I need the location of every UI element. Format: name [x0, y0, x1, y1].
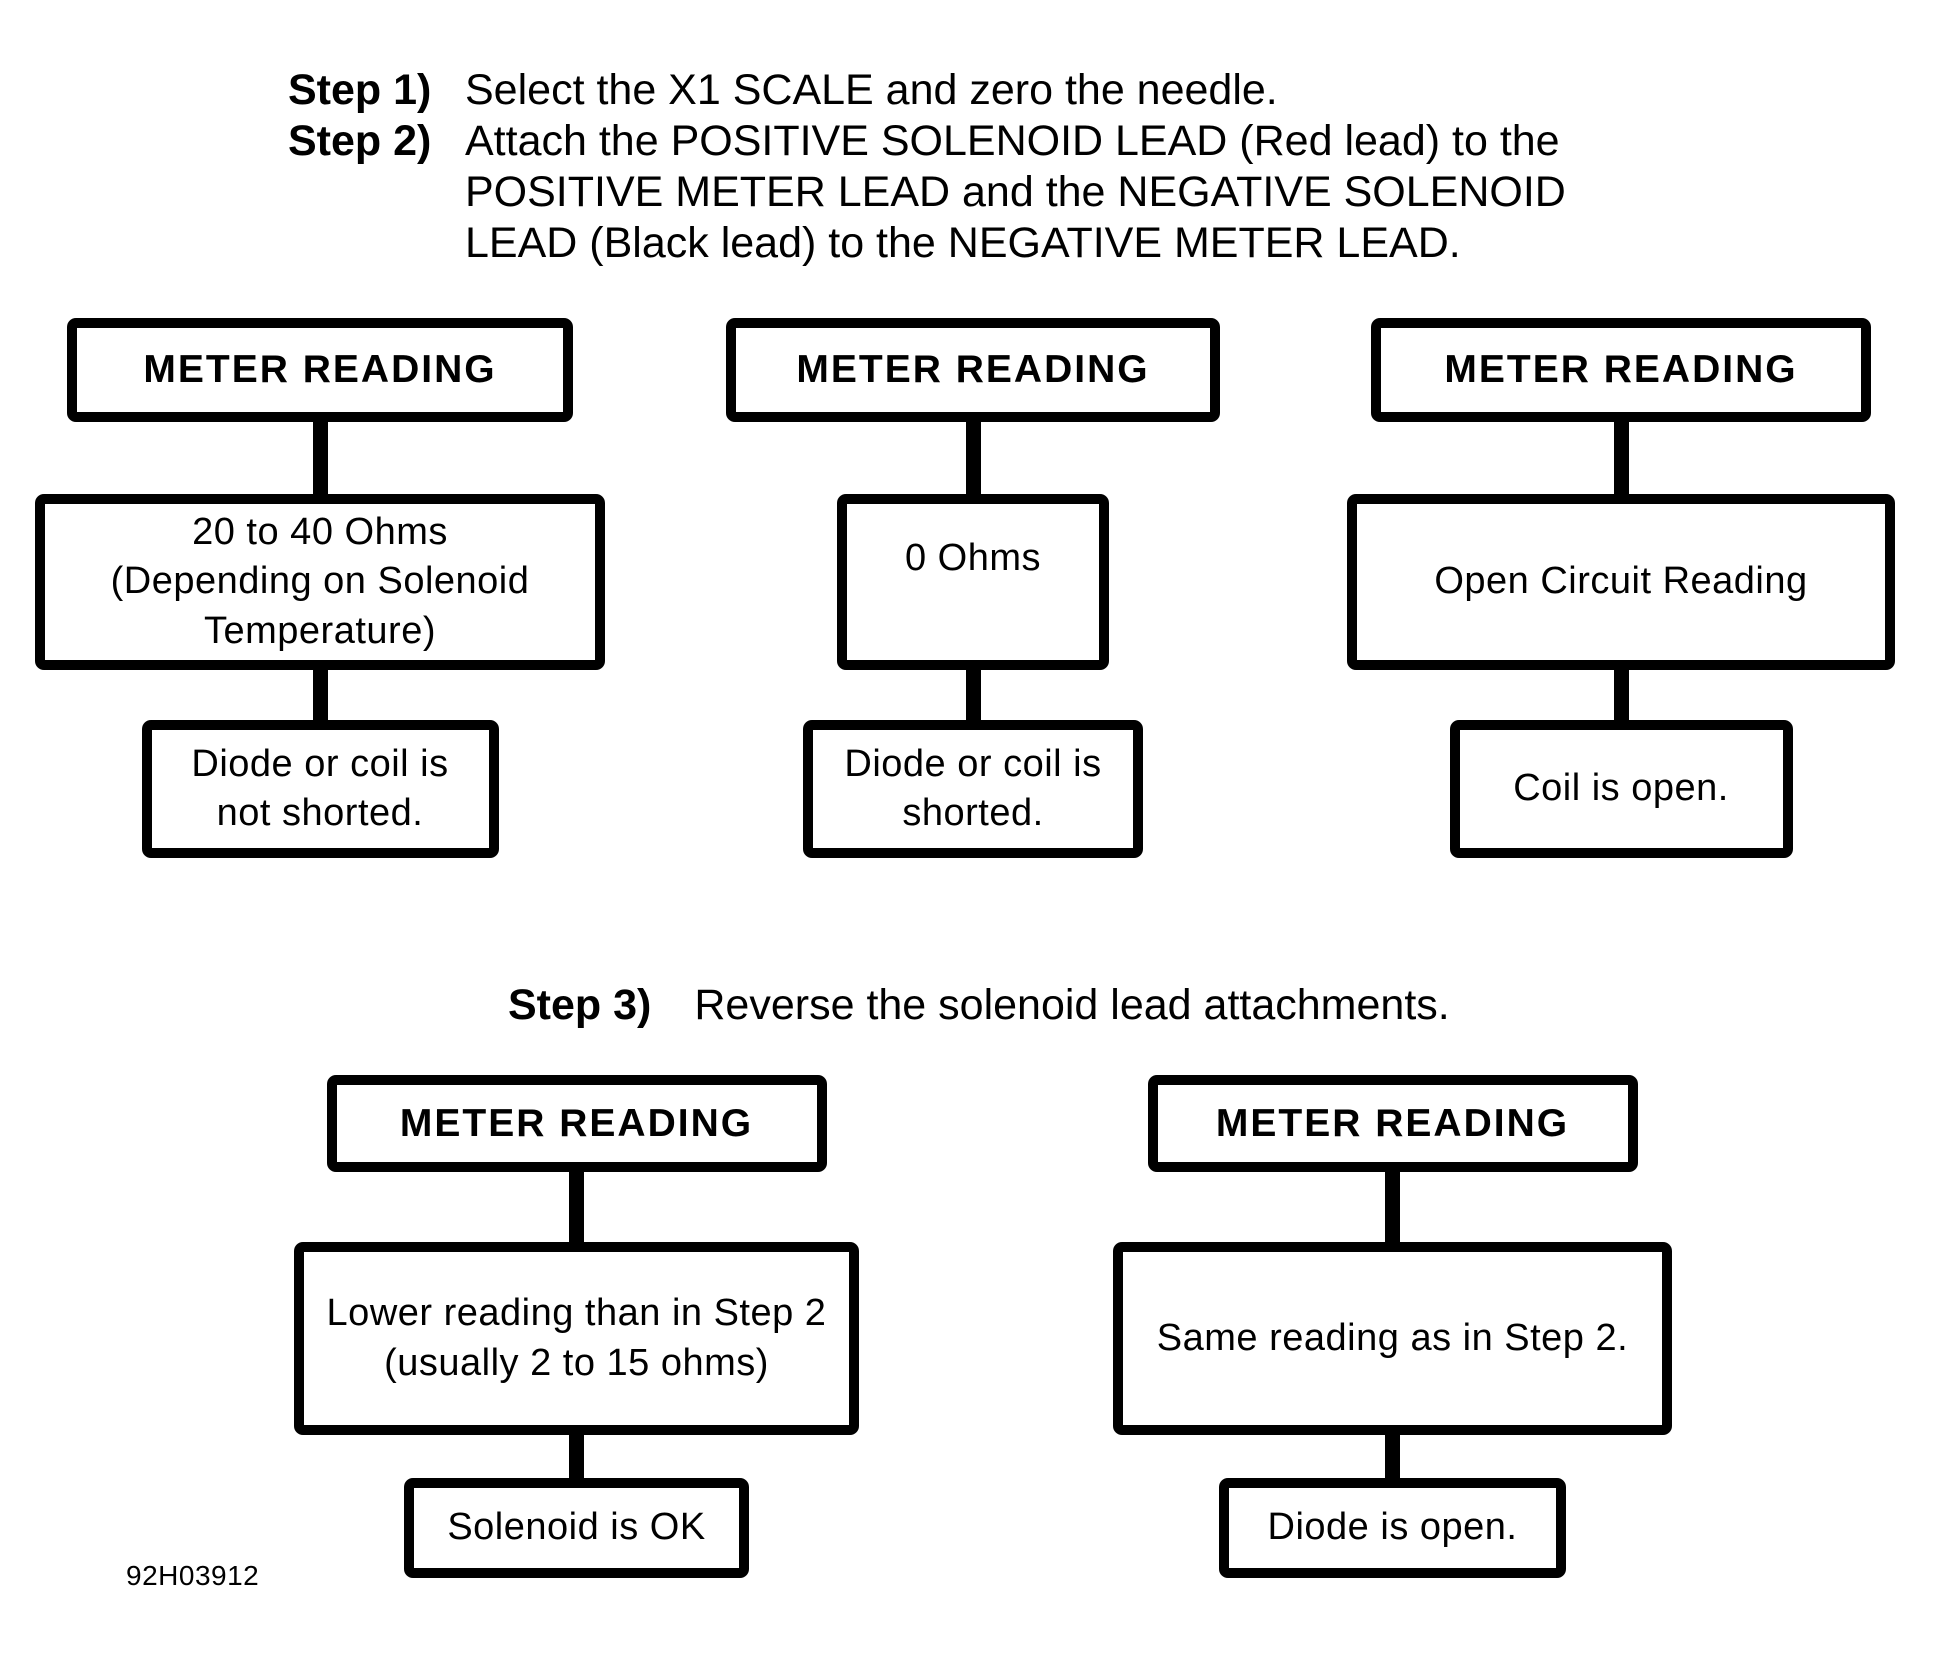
step-2-spacer: [288, 167, 465, 218]
connector-line: [1385, 1172, 1400, 1242]
meter-reading-title-box: METER READING: [1147, 1075, 1638, 1172]
reading-value-box: 0 Ohms: [837, 494, 1109, 670]
flowchart-step2-result-open: METER READING Open Circuit Reading Coil …: [1347, 318, 1895, 858]
meter-reading-title-box: METER READING: [326, 1075, 827, 1172]
connector-line: [965, 670, 981, 720]
flowchart-step3-result-ok: METER READING Lower reading than in Step…: [294, 1075, 859, 1578]
step-1-label: Step 1): [288, 66, 432, 114]
flowchart-step2-result-normal: METER READING 20 to 40 Ohms (Depending o…: [35, 318, 605, 858]
reading-value-box: 20 to 40 Ohms (Depending on Solenoid Tem…: [35, 494, 605, 670]
connector-line: [1613, 422, 1629, 494]
connector-line: [1613, 670, 1629, 720]
connector-line: [1385, 1435, 1400, 1478]
reading-value-box: Same reading as in Step 2.: [1113, 1242, 1672, 1435]
connector-line: [569, 1435, 584, 1478]
step-2-spacer: [288, 218, 465, 269]
connector-line: [569, 1172, 584, 1242]
connector-line: [965, 422, 981, 494]
step-2-text-line-3: LEAD (Black lead) to the NEGATIVE METER …: [465, 219, 1461, 267]
step-1-text: Select the X1 SCALE and zero the needle.: [465, 66, 1278, 114]
step-3-instruction: Step 3) Reverse the solenoid lead attach…: [508, 980, 1450, 1031]
figure-code: 92H03912: [126, 1560, 260, 1591]
conclusion-box: Diode or coil is shorted.: [803, 720, 1143, 858]
step-2-text-line-2: POSITIVE METER LEAD and the NEGATIVE SOL…: [465, 168, 1566, 216]
step-2-label: Step 2): [288, 117, 432, 165]
conclusion-box: Coil is open.: [1449, 720, 1793, 858]
meter-reading-title-box: METER READING: [726, 318, 1220, 422]
reading-value-box: Lower reading than in Step 2 (usually 2 …: [294, 1242, 859, 1435]
connector-line: [312, 422, 328, 494]
step-3-text: Reverse the solenoid lead attachments.: [694, 981, 1450, 1029]
conclusion-box: Diode or coil is not shorted.: [141, 720, 499, 858]
step-2-text-line-1: Attach the POSITIVE SOLENOID LEAD (Red l…: [465, 117, 1560, 165]
conclusion-box: Solenoid is OK: [404, 1478, 749, 1578]
meter-reading-title-box: METER READING: [1371, 318, 1871, 422]
meter-reading-title-box: METER READING: [67, 318, 573, 422]
conclusion-box: Diode is open.: [1219, 1478, 1566, 1578]
reading-value-box: Open Circuit Reading: [1347, 494, 1895, 670]
connector-line: [312, 670, 328, 720]
step-instructions: Step 1) Select the X1 SCALE and zero the…: [288, 65, 1768, 269]
step-3-label: Step 3): [508, 981, 652, 1029]
flowchart-step2-result-shorted: METER READING 0 Ohms Diode or coil is sh…: [726, 318, 1220, 858]
flowchart-step3-result-diode-open: METER READING Same reading as in Step 2.…: [1113, 1075, 1672, 1578]
